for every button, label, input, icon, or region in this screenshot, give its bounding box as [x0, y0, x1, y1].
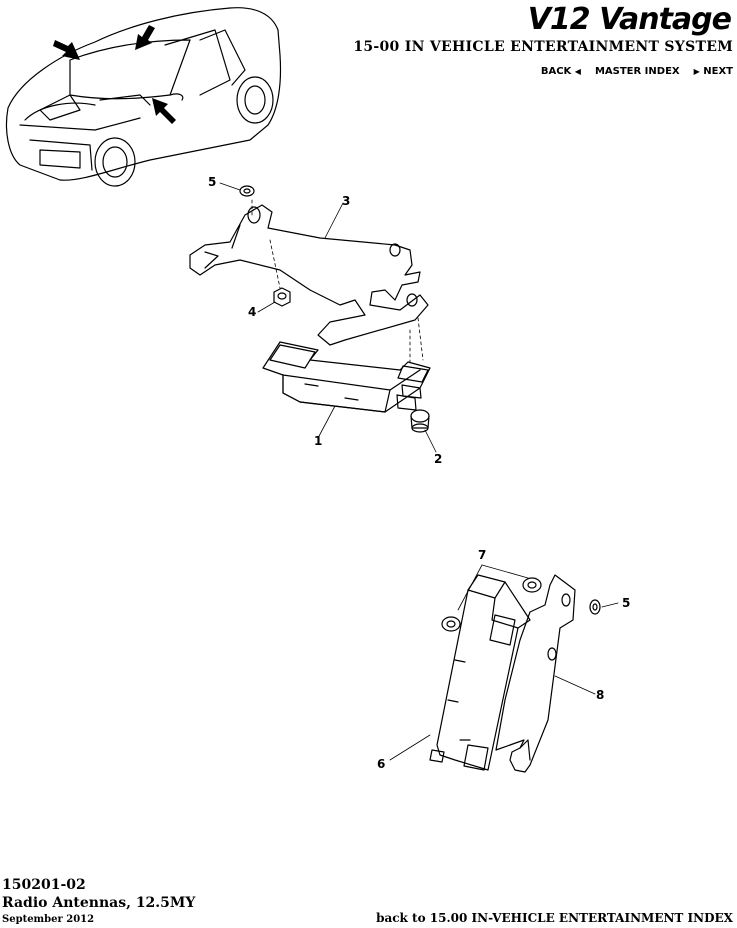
callout-7: 7	[478, 548, 487, 562]
location-arrows	[53, 25, 176, 124]
bracket-lower	[495, 574, 576, 773]
arrow-icon	[53, 40, 80, 60]
bracket-upper	[189, 204, 429, 346]
assembly-guides	[251, 199, 424, 363]
back-label: BACK	[540, 66, 572, 77]
grommet	[410, 409, 430, 433]
callout-4: 4	[248, 305, 257, 319]
arrow-icon	[135, 25, 155, 50]
car-illustration	[5, 7, 282, 187]
document-id: 150201-02	[2, 877, 86, 893]
hex-nut	[273, 287, 291, 307]
callout-leaders-upper	[219, 182, 437, 453]
triangle-left-icon: ◀	[574, 67, 581, 76]
callout-1: 1	[314, 434, 323, 448]
retainer-clip-lower	[589, 599, 601, 615]
retainer-clip	[239, 185, 255, 197]
callout-6: 6	[377, 757, 386, 771]
navigation-bar: BACK ◀ MASTER INDEX ▶ NEXT	[541, 66, 733, 77]
callout-8: 8	[596, 688, 605, 702]
callout-5-upper: 5	[208, 175, 217, 189]
arrow-icon	[152, 98, 176, 124]
section-title: 15-00 IN VEHICLE ENTERTAINMENT SYSTEM	[353, 39, 733, 55]
triangle-right-icon: ▶	[693, 67, 700, 76]
next-link[interactable]: ▶ NEXT	[694, 66, 733, 77]
document-title: Radio Antennas, 12.5MY	[2, 895, 196, 911]
brand-logo: V12 Vantage	[527, 2, 732, 37]
back-to-index-link[interactable]: back to 15.00 IN-VEHICLE ENTERTAINMENT I…	[376, 911, 733, 925]
callout-5-lower: 5	[622, 596, 631, 610]
callout-leaders-lower	[389, 564, 619, 761]
next-label: NEXT	[703, 66, 733, 77]
master-index-link[interactable]: MASTER INDEX	[594, 66, 680, 77]
grommet-pair	[441, 577, 542, 632]
callout-2: 2	[434, 452, 443, 466]
callout-3: 3	[342, 194, 351, 208]
back-link[interactable]: BACK ◀	[541, 66, 581, 77]
document-date: September 2012	[2, 914, 95, 925]
antenna-module-upper	[262, 341, 431, 413]
antenna-module-lower	[429, 574, 531, 771]
